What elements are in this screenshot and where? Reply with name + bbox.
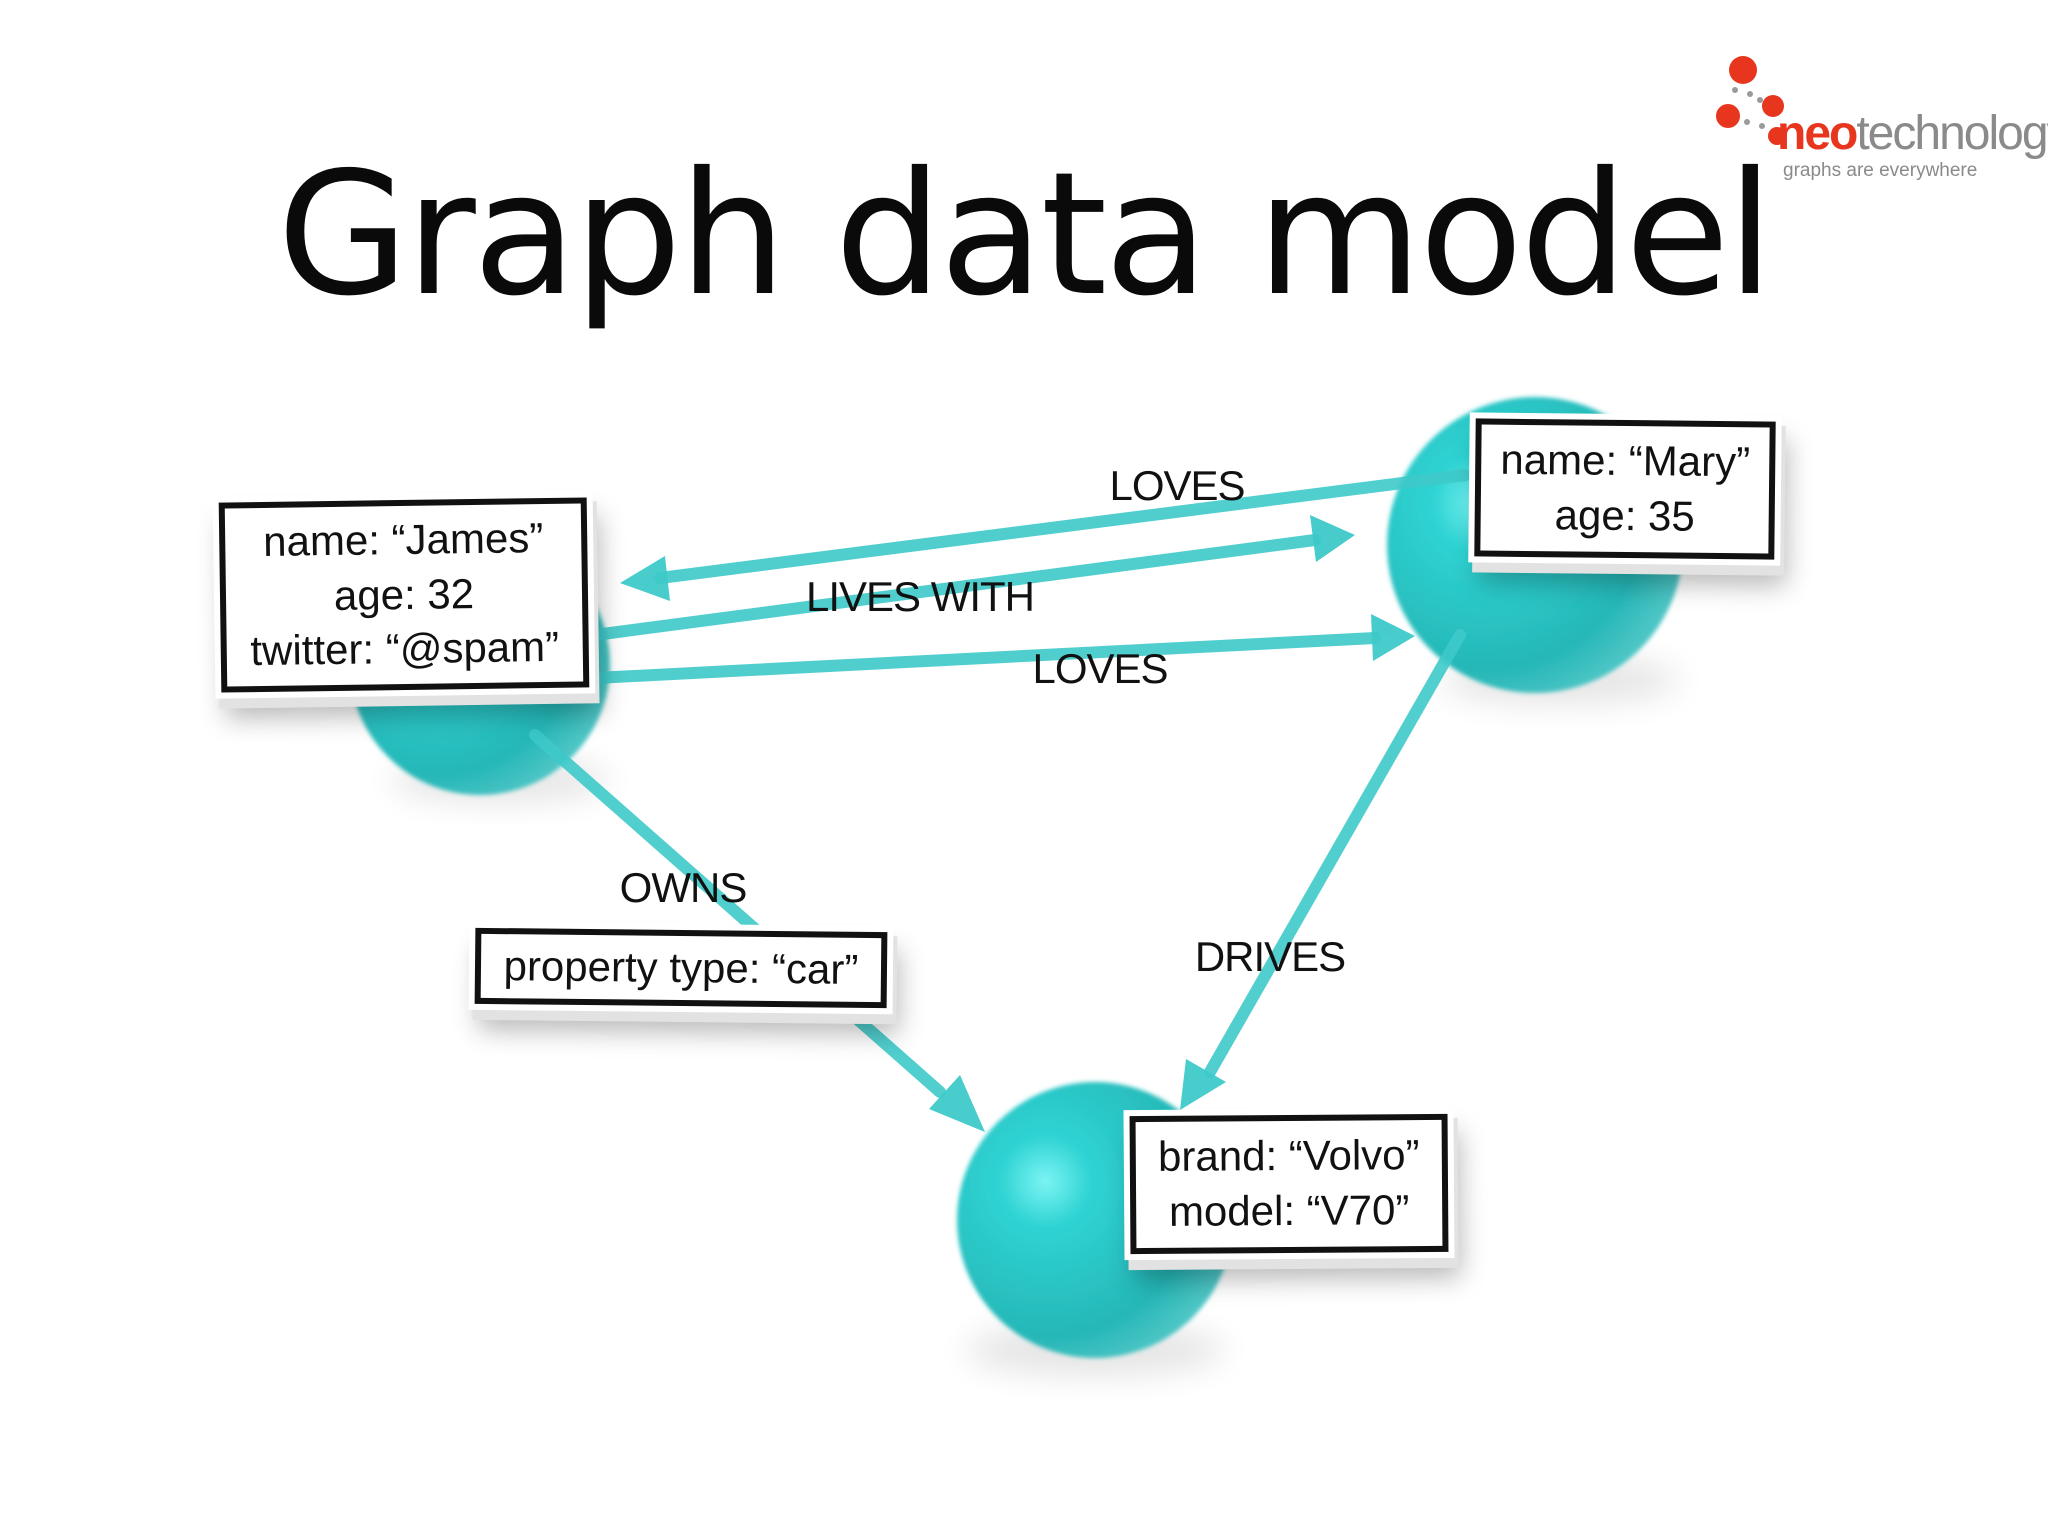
- edge-label-mary-loves-james: LOVES: [1109, 462, 1245, 509]
- james-age-property: age: 32: [333, 569, 475, 619]
- edge-james-loves-mary[interactable]: [589, 632, 1381, 684]
- arrowhead-drives-to-car: [1180, 1059, 1226, 1110]
- edge-mary-loves-james[interactable]: [654, 469, 1471, 584]
- arrowhead-lives-with-to-mary: [1310, 515, 1355, 562]
- car-properties-card: brand: “Volvo” model: “V70”: [1129, 1113, 1449, 1255]
- owns-properties-card: property type: “car”: [474, 927, 888, 1009]
- edge-label-lives-with: LIVES WITH: [805, 573, 1035, 620]
- edge-james-owns-car[interactable]: [529, 729, 946, 1098]
- car-brand-property: brand: “Volvo”: [1157, 1131, 1420, 1181]
- edge-label-drives: DRIVES: [1194, 933, 1346, 980]
- arrowhead-owns-to-car: [929, 1075, 985, 1132]
- arrowhead-loves-to-james: [620, 556, 670, 601]
- edge-label-owns: OWNS: [619, 864, 748, 911]
- edge-james-lives-with-mary[interactable]: [589, 534, 1321, 641]
- mary-properties-card: name: “Mary” age: 35: [1474, 418, 1776, 560]
- logo-wordmark-accent: neo: [1777, 107, 1858, 160]
- logo-wordmark-rest: technology: [1856, 107, 2048, 160]
- edge-label-james-loves-mary: LOVES: [1032, 645, 1168, 692]
- arrowhead-loves-to-mary: [1371, 614, 1415, 661]
- mary-name-property: name: “Mary”: [1500, 436, 1751, 486]
- neotechnology-logo: neotechnology graphs are everywhere: [1705, 48, 2048, 198]
- james-name-property: name: “James”: [262, 514, 544, 566]
- james-properties-card: name: “James” age: 32 twitter: “@spam”: [218, 497, 590, 693]
- james-twitter-property: twitter: “@spam”: [250, 623, 560, 675]
- logo-tagline: graphs are everywhere: [1783, 160, 1978, 181]
- car-model-property: model: “V70”: [1168, 1186, 1410, 1235]
- slide-title: Graph data model: [277, 136, 1774, 334]
- owns-property-type: property type: “car”: [503, 941, 859, 993]
- edge-mary-drives-car[interactable]: [1204, 629, 1466, 1078]
- mary-age-property: age: 35: [1554, 491, 1696, 540]
- logo-dots-icon: [1716, 56, 1785, 145]
- logo-wordmark: neotechnology: [1777, 110, 2048, 158]
